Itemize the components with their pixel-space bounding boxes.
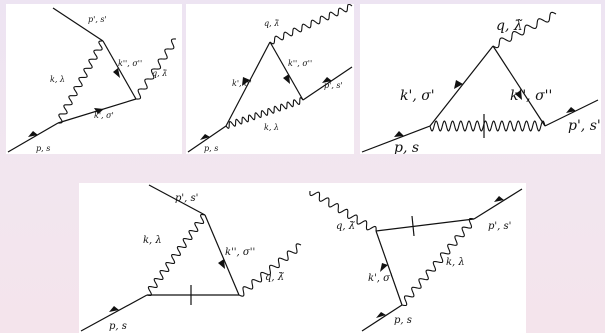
label-photon-out: q, λ̃ bbox=[152, 69, 167, 78]
fermion-arrow bbox=[394, 131, 404, 137]
internal-photon bbox=[225, 97, 304, 129]
fermion-arrow bbox=[218, 259, 225, 269]
fermion-arrow bbox=[113, 68, 120, 78]
fermion-arrow bbox=[28, 131, 38, 137]
label-photon-internal: k, λ bbox=[50, 75, 65, 84]
feynman-diagram-2: q, λ̃ k', σ' k'', σ'' p', s' k, λ p, s bbox=[186, 4, 354, 154]
external-photon bbox=[238, 243, 302, 297]
fermion-arrow bbox=[566, 107, 576, 113]
label-photon-out: q, λ̃ bbox=[336, 221, 355, 232]
label-out-fermion: p', s' bbox=[488, 221, 511, 232]
fermion-arrow bbox=[454, 80, 463, 89]
outgoing-fermion-line bbox=[148, 184, 206, 216]
label-photon-out: q, λ̃ bbox=[265, 272, 284, 283]
propagator-cut-mark bbox=[411, 215, 415, 237]
external-photon bbox=[309, 190, 377, 232]
fermion-arrow bbox=[494, 196, 504, 202]
incoming-fermion-line bbox=[7, 122, 59, 153]
label-right-internal: k'', σ'' bbox=[510, 88, 552, 104]
feynman-diagram-1: p', s' k'', σ'' q, λ̃ k, λ k', σ' p, s bbox=[6, 4, 182, 154]
label-in-fermion: p, s bbox=[394, 315, 412, 326]
feynman-diagram-5: q, λ̃ p', s' k', σ' k, λ p, s bbox=[308, 183, 526, 333]
fermion-propagator bbox=[225, 41, 271, 127]
fermion-arrow bbox=[109, 306, 119, 312]
fermion-arrow bbox=[200, 134, 210, 140]
outgoing-fermion-line bbox=[52, 7, 104, 42]
label-in-fermion: p, s bbox=[109, 321, 127, 332]
label-photon-internal: k, λ bbox=[446, 257, 465, 268]
fermion-propagator bbox=[204, 214, 240, 296]
fermion-propagator bbox=[102, 40, 137, 100]
label-left-internal: k', σ' bbox=[400, 88, 435, 104]
label-left-internal: k', σ' bbox=[232, 79, 252, 88]
fermion-propagator bbox=[492, 45, 546, 127]
fermion-arrow bbox=[283, 74, 290, 84]
fermion-propagator bbox=[269, 41, 304, 101]
label-left-internal: k', σ' bbox=[368, 273, 393, 284]
external-photon bbox=[269, 4, 353, 45]
incoming-fermion-line bbox=[361, 304, 403, 332]
incoming-fermion-line bbox=[187, 125, 227, 153]
label-out-fermion: p', s' bbox=[88, 15, 107, 24]
label-in-fermion: p, s bbox=[204, 144, 218, 153]
outgoing-fermion-line bbox=[544, 99, 599, 127]
incoming-fermion-line bbox=[361, 125, 431, 153]
fermion-arrow bbox=[380, 263, 388, 272]
fermion-propagator bbox=[375, 218, 475, 232]
fermion-arrow bbox=[376, 312, 386, 318]
label-photon-out: q, λ̃ bbox=[496, 18, 523, 34]
fermion-arrow bbox=[242, 77, 250, 86]
outgoing-fermion-line bbox=[302, 66, 353, 101]
label-out-fermion: p', s' bbox=[568, 118, 601, 134]
label-top-internal: k'', σ'' bbox=[118, 59, 142, 68]
label-in-fermion: p, s bbox=[36, 144, 50, 153]
internal-photon bbox=[401, 217, 475, 307]
label-in-fermion: p, s bbox=[394, 140, 419, 154]
internal-photon bbox=[57, 40, 104, 124]
label-bottom-internal: k', σ' bbox=[94, 111, 114, 120]
fermion-arrow bbox=[322, 77, 332, 83]
label-photon-internal: k, λ bbox=[264, 123, 279, 132]
label-right-internal: k'', σ'' bbox=[225, 247, 255, 258]
fermion-propagator bbox=[429, 45, 494, 127]
external-photon bbox=[492, 11, 557, 49]
feynman-diagram-4: p', s' k, λ k'', σ'' q, λ̃ p, s bbox=[79, 183, 309, 333]
fermion-propagator bbox=[375, 230, 403, 306]
label-out-fermion: p', s' bbox=[175, 193, 198, 204]
fermion-arrow bbox=[94, 108, 104, 114]
fermion-arrow bbox=[515, 90, 522, 100]
external-photon bbox=[135, 38, 177, 100]
internal-photon bbox=[429, 120, 546, 132]
feynman-diagram-3: q, λ̃ k', σ' k'', σ'' p', s' p, s bbox=[360, 4, 601, 154]
label-photon-internal: k, λ bbox=[143, 235, 162, 246]
label-right-internal: k'', σ'' bbox=[288, 59, 312, 68]
label-photon-out: q, λ̃ bbox=[264, 19, 279, 28]
label-out-fermion: p', s' bbox=[324, 81, 343, 90]
incoming-fermion-line bbox=[80, 294, 148, 332]
outgoing-fermion-line bbox=[473, 188, 523, 220]
internal-photon bbox=[146, 213, 206, 297]
